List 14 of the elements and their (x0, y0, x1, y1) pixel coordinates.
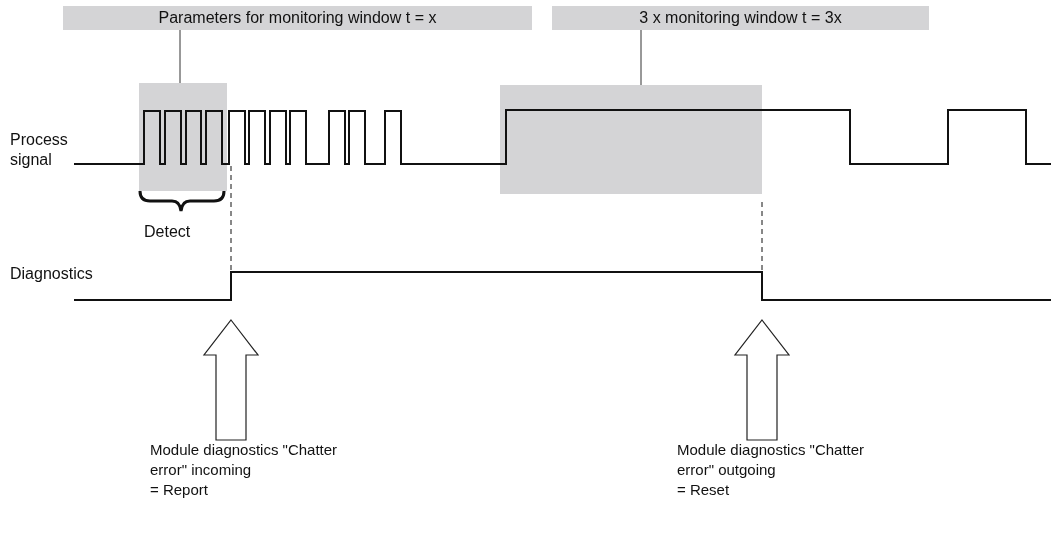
signal-label: Diagnostics (10, 264, 93, 284)
leader-line (179, 29, 181, 84)
annotation-text: Module diagnostics "Chatter error" outgoing (677, 440, 866, 480)
monitoring-window (500, 85, 762, 194)
parameter-bar: 3 x monitoring window t = 3x (552, 6, 929, 30)
detect-label: Detect (144, 222, 191, 242)
annotation-text: = Report (150, 480, 209, 500)
annotation-text: = Reset (677, 480, 731, 500)
leader-line (640, 29, 642, 86)
parameter-bar: Parameters for monitoring window t = x (63, 6, 532, 30)
block-arrow (733, 319, 791, 441)
annotation-text: Module diagnostics "Chatter error" incoming (150, 440, 339, 480)
block-arrow (202, 319, 260, 441)
signal-label: Process signal (10, 130, 69, 170)
